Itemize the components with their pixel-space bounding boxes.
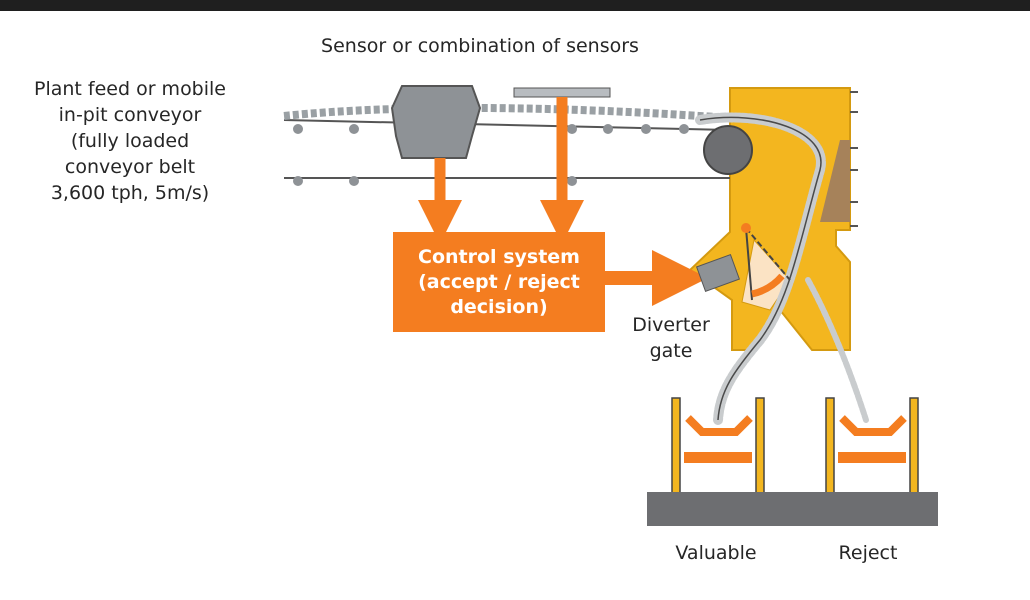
feed-label: Plant feed or mobile in-pit conveyor (fu… [34,78,226,204]
control-system-box: Control system (accept / reject decision… [393,232,605,332]
top-bar [0,0,1030,11]
sensor-unit-2 [513,87,611,98]
conveyor-belt [283,103,731,179]
head-pulley [703,125,753,175]
base-platform [647,492,938,526]
reject-bin [825,397,919,497]
sensor-unit-1 [390,85,482,159]
idler-rollers [293,124,689,186]
trajectory-outline [699,116,822,421]
valuable-label: Valuable [675,542,757,564]
sensor-label: Sensor or combination of sensors [321,35,639,57]
diverter-gate-label: Diverter gate [632,314,710,362]
diverter-gate [695,223,791,301]
reject-label: Reject [838,542,898,564]
